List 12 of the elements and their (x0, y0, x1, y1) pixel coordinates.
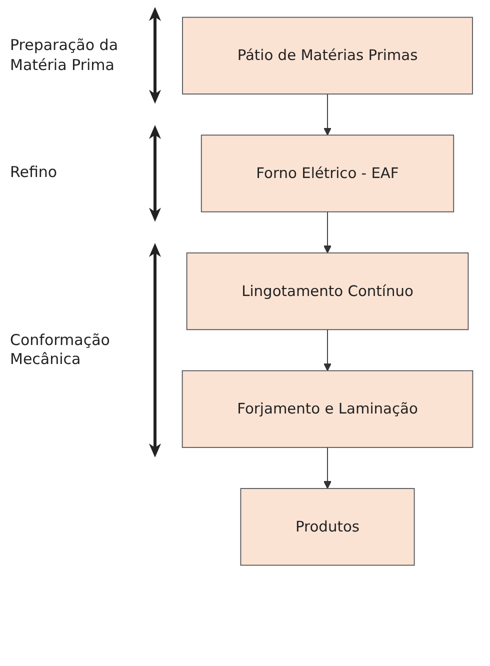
arrow (323, 329, 332, 372)
arrow (323, 446, 332, 489)
node-box: Forno Elétrico - EAF (200, 134, 454, 212)
stage-label: Preparação da Matéria Prima (10, 36, 120, 76)
arrow (323, 211, 332, 254)
stage-label: Conformação Mecânica (10, 330, 111, 370)
arrow (323, 94, 332, 136)
node-box: Produtos (240, 488, 415, 566)
node-box: Pátio de Matérias Primas (182, 16, 473, 94)
node-box: Lingotamento Contínuo (186, 252, 469, 330)
stage-label: Refino (10, 163, 58, 183)
node-box: Forjamento e Laminação (182, 370, 474, 448)
